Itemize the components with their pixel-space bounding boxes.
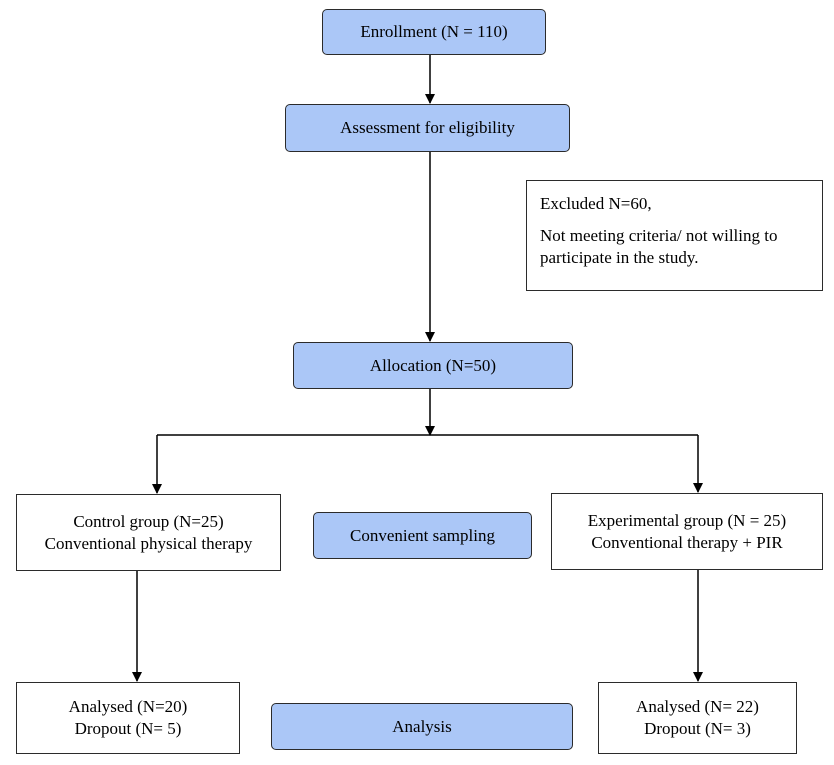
allocation-label: Allocation (N=50) <box>369 355 497 375</box>
excluded-count: Excluded N=60, <box>540 194 652 213</box>
control-group-label: Control group (N=25) <box>73 511 224 531</box>
excluded-reason: Not meeting criteria/ not willing to par… <box>540 226 778 267</box>
experimental-result-box: Analysed (N= 22) Dropout (N= 3) <box>598 682 797 754</box>
control-group-box: Control group (N=25) Conventional physic… <box>16 494 281 571</box>
experimental-analysed: Analysed (N= 22) <box>636 697 759 716</box>
excluded-box: Excluded N=60, Not meeting criteria/ not… <box>526 180 823 291</box>
analysis-label: Analysis <box>392 716 452 736</box>
allocation-box: Allocation (N=50) <box>293 342 573 389</box>
control-dropout: Dropout (N= 5) <box>74 719 182 738</box>
analysis-box: Analysis <box>271 703 573 750</box>
eligibility-box: Assessment for eligibility <box>285 104 570 152</box>
experimental-group-box: Experimental group (N = 25) Conventional… <box>551 493 823 570</box>
control-result-box: Analysed (N=20) Dropout (N= 5) <box>16 682 240 754</box>
eligibility-label: Assessment for eligibility <box>340 118 515 137</box>
control-analysed: Analysed (N=20) <box>68 697 188 716</box>
sampling-label: Convenient sampling <box>350 525 495 545</box>
enrollment-label: Enrollment (N = 110) <box>360 22 508 41</box>
experimental-group-label: Experimental group (N = 25) <box>587 510 787 530</box>
control-group-treatment: Conventional physical therapy <box>44 533 253 553</box>
sampling-box: Convenient sampling <box>313 512 532 559</box>
enrollment-box: Enrollment (N = 110) <box>322 9 546 55</box>
experimental-group-treatment: Conventional therapy + PIR <box>591 532 783 552</box>
experimental-dropout: Dropout (N= 3) <box>644 719 751 738</box>
